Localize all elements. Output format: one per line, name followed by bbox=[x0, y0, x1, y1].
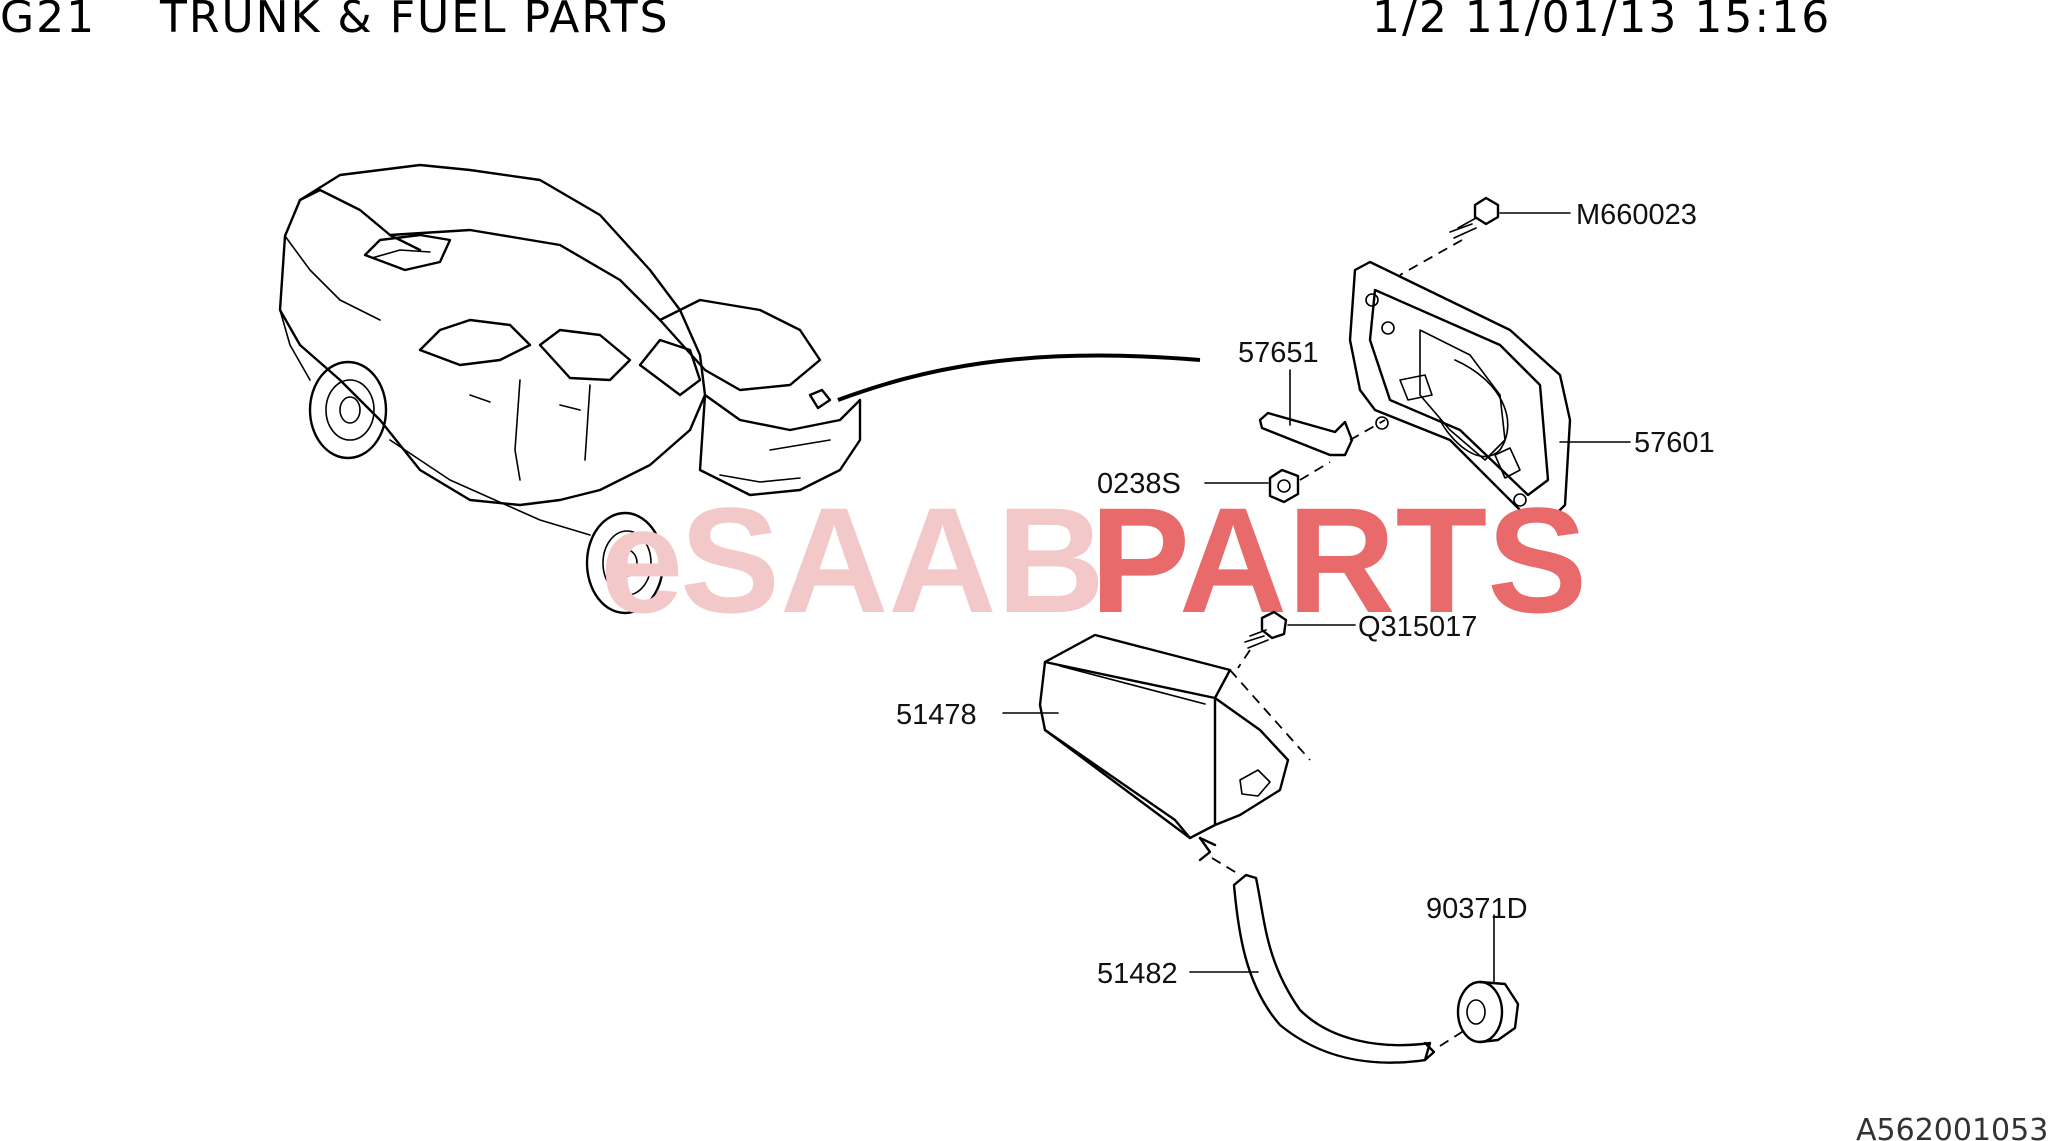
screw-m660023 bbox=[1399, 196, 1500, 276]
label-q315017: Q315017 bbox=[1358, 611, 1477, 643]
label-0238s: 0238S bbox=[1097, 468, 1181, 500]
page-title: TRUNK & FUEL PARTS bbox=[159, 0, 670, 43]
group-code: G21 bbox=[0, 0, 96, 43]
nut-0238s bbox=[1268, 461, 1331, 504]
watermark-brand-saab: SAAB bbox=[680, 476, 1105, 644]
drain-hose bbox=[1211, 857, 1466, 1064]
screw-q315017 bbox=[1237, 610, 1288, 669]
grommet-90371d bbox=[1456, 980, 1520, 1044]
label-m660023: M660023 bbox=[1576, 199, 1697, 231]
label-57601: 57601 bbox=[1634, 427, 1715, 459]
watermark-brand-parts: PARTS bbox=[1090, 476, 1587, 644]
bracket-57651 bbox=[1258, 411, 1386, 457]
label-90371d: 90371D bbox=[1426, 893, 1528, 925]
car-illustration bbox=[278, 163, 862, 615]
fuel-filler-box bbox=[1038, 633, 1311, 862]
page-info: 1/2 11/01/13 15:16 bbox=[1372, 0, 1831, 43]
label-51482: 51482 bbox=[1097, 958, 1178, 990]
watermark-prefix: e bbox=[600, 476, 683, 644]
label-57651: 57651 bbox=[1238, 337, 1319, 369]
diagram-code: A562001053 bbox=[1856, 1113, 2048, 1141]
label-51478: 51478 bbox=[896, 699, 977, 731]
fuel-door-frame bbox=[1348, 260, 1572, 522]
leader-curve bbox=[837, 353, 1201, 402]
watermark: e SAAB PARTS bbox=[600, 476, 1587, 644]
